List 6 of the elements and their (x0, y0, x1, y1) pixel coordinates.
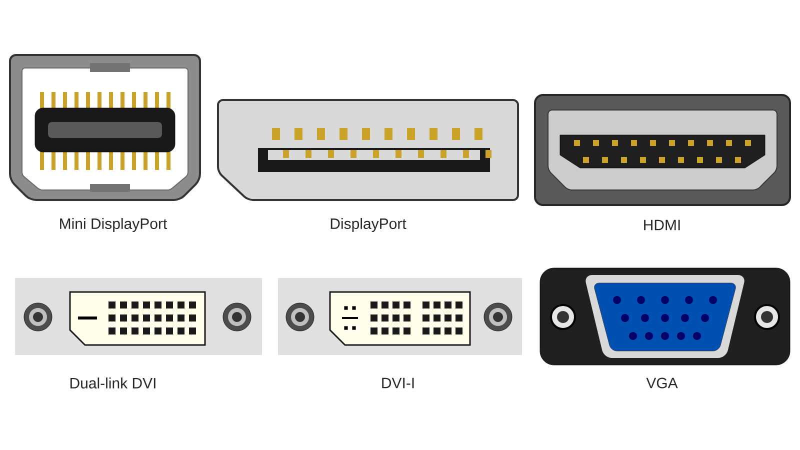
connector-label: Mini DisplayPort (60, 218, 168, 232)
connector-label: DVI-I (382, 378, 414, 388)
connector-label: VGA (646, 378, 678, 388)
connector-label: DisplayPort (330, 218, 406, 232)
connector-label: Dual-link DVI (70, 378, 156, 388)
connector-label: HDMI (644, 220, 680, 230)
